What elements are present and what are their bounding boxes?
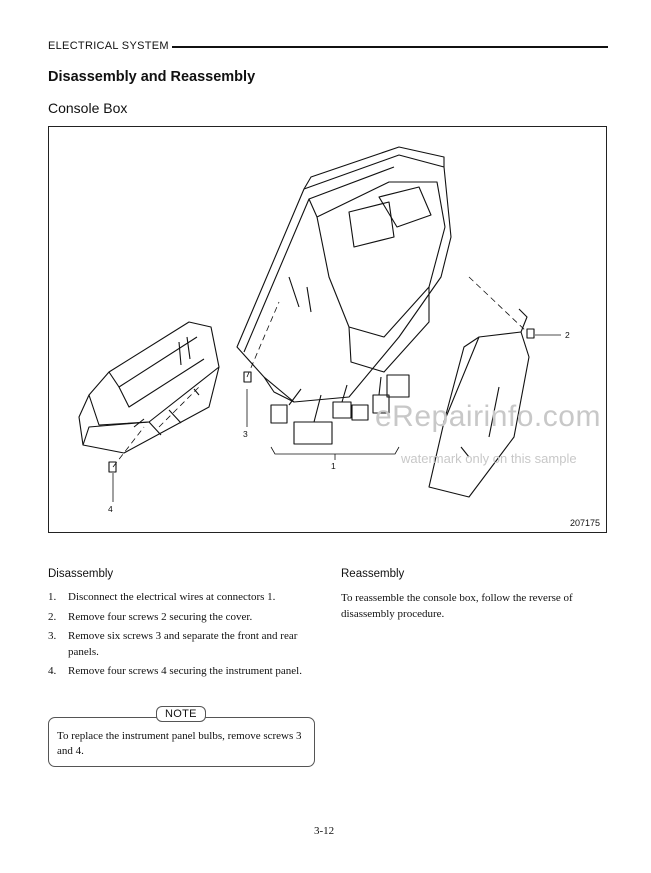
step-number: 1. (48, 591, 57, 603)
step-text: Disconnect the electrical wires at conne… (68, 591, 276, 603)
watermark-subtext: watermark only on this sample (401, 451, 577, 466)
callout-1: 1 (331, 461, 336, 471)
connectors-drawing (270, 374, 410, 445)
step-text: Remove four screws 4 securing the instru… (68, 665, 302, 677)
step-text: Remove four screws 2 securing the cover. (68, 610, 253, 623)
step-number: 2. (48, 610, 57, 623)
note-label: NOTE (156, 706, 206, 722)
note-text: To replace the instrument panel bulbs, r… (57, 730, 302, 757)
section-subtitle: Console Box (48, 100, 128, 116)
list-item: 4. Remove four screws 4 securing the inst… (48, 664, 318, 680)
list-item: 2. Remove four screws 2 securing the cove… (48, 610, 318, 626)
list-item: 1. Disconnect the electrical wires at con… (48, 590, 318, 606)
callout-4: 4 (108, 504, 113, 514)
disassembly-steps: 1. Disconnect the electrical wires at con… (48, 590, 318, 684)
page-number: 3-12 (314, 825, 335, 837)
reassembly-heading: Reassembly (341, 568, 405, 580)
disassembly-heading: Disassembly (48, 568, 114, 580)
callout-3: 3 (243, 429, 248, 439)
step-number: 3. (48, 630, 57, 642)
leader-lines (112, 334, 561, 502)
watermark: eRepairinfo.com (375, 400, 601, 433)
page-title: Disassembly and Reassembly (48, 69, 256, 85)
assembly-lines (112, 276, 528, 468)
console-box-figure: 1 2 3 4 eRepairinfo.com watermark only o… (48, 126, 607, 533)
callout-2: 2 (565, 330, 570, 340)
front-panel-drawing (236, 146, 452, 403)
step-text: Remove six screws 3 and separate the fro… (68, 630, 298, 658)
figure-number: 207175 (569, 518, 600, 528)
section-header: ELECTRICAL SYSTEM (48, 40, 169, 52)
reassembly-text: To reassemble the console box, follow th… (341, 592, 573, 620)
console-box-illustration (78, 146, 561, 502)
instrument-panel-drawing (78, 321, 220, 454)
step-number: 4. (48, 665, 57, 677)
rear-cover-drawing (428, 308, 530, 498)
list-item: 3. Remove six screws 3 and separate the f… (48, 629, 318, 660)
screws-drawing (108, 328, 535, 473)
header-rule (172, 46, 608, 48)
